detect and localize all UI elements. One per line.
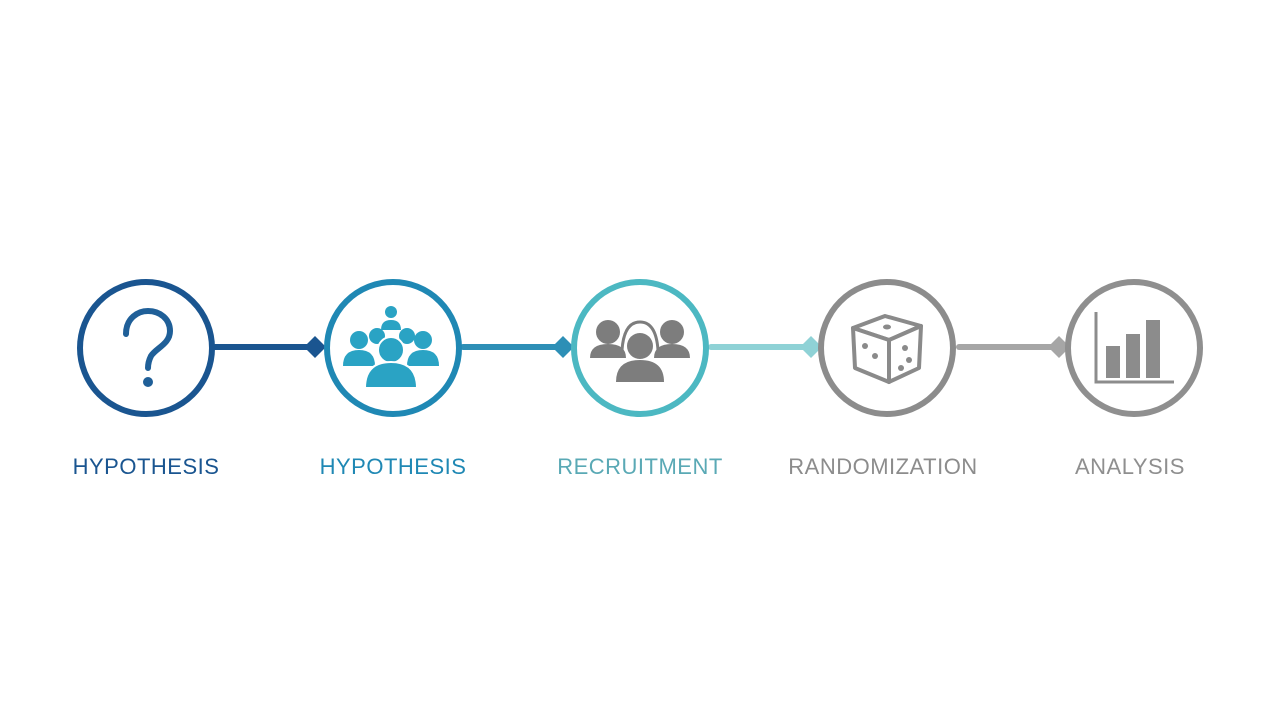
step-label-recruitment: RECRUITMENT	[557, 454, 723, 479]
step-label-hypothesis-1: HYPOTHESIS	[72, 454, 220, 479]
connector-3	[708, 336, 822, 358]
arrow-head-icon	[304, 336, 326, 358]
dice-icon	[818, 279, 956, 417]
step-analysis	[1064, 278, 1204, 418]
people-icon	[571, 279, 709, 417]
step-label-hypothesis-2: HYPOTHESIS	[319, 454, 467, 479]
arrow-head-icon	[552, 336, 574, 358]
step-label-randomization: RANDOMIZATION	[788, 454, 978, 479]
step-randomization	[817, 278, 957, 418]
step-hypothesis-2	[323, 278, 463, 418]
step-hypothesis-1	[76, 278, 216, 418]
arrow-head-icon	[800, 336, 822, 358]
connector-2	[460, 336, 574, 358]
connector-4	[956, 336, 1070, 358]
step-label-analysis: ANALYSIS	[1075, 454, 1185, 479]
connector-1	[212, 336, 326, 358]
bar-chart-icon	[1065, 279, 1203, 417]
group-of-people-icon	[324, 279, 462, 417]
arrow-head-icon	[1048, 336, 1070, 358]
question-mark-icon	[77, 279, 215, 417]
step-recruitment	[570, 278, 710, 418]
